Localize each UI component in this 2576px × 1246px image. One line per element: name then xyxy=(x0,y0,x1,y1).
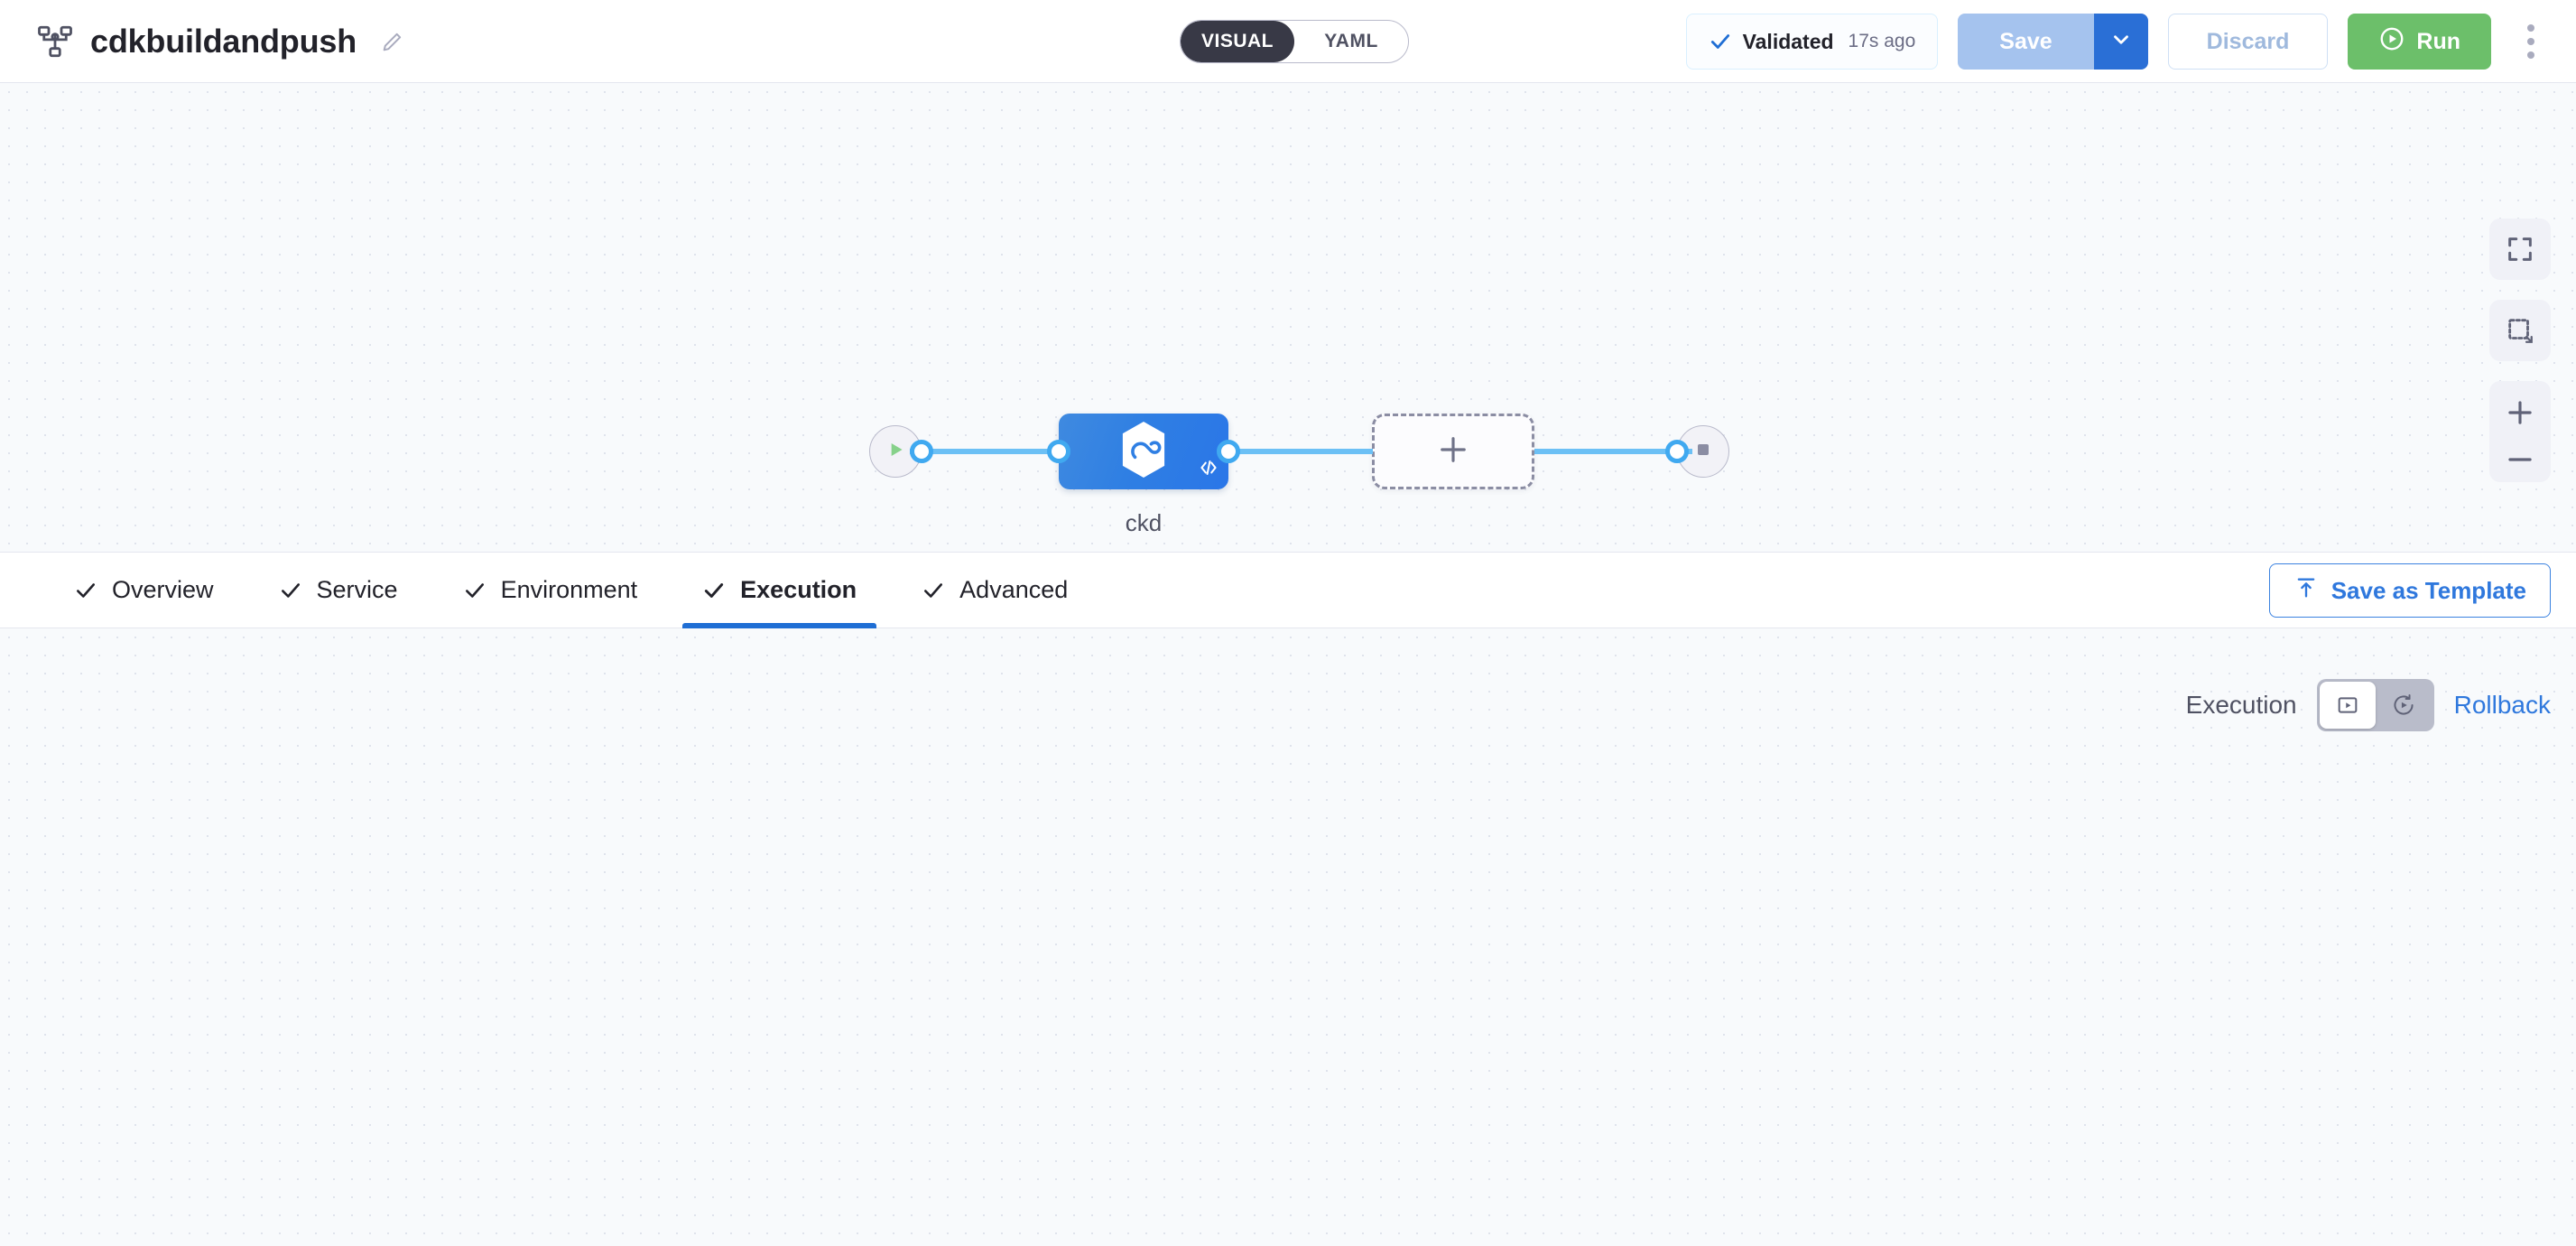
execution-play-box-icon[interactable] xyxy=(2319,682,2376,729)
edge-ckd-to-addstage xyxy=(1228,449,1373,454)
tab-overview[interactable]: Overview xyxy=(42,553,246,628)
stage-tabs: Overview Service Environment Execution xyxy=(0,553,1100,628)
check-icon xyxy=(279,579,302,602)
header-actions: Validated 17s ago Save Discard xyxy=(1685,0,2551,83)
view-mode-visual[interactable]: VISUAL xyxy=(1181,21,1294,62)
discard-button[interactable]: Discard xyxy=(2167,14,2329,70)
port-ckd-in[interactable] xyxy=(1047,440,1070,463)
code-badge-icon xyxy=(1197,456,1220,484)
execution-rollback-toggle-row: Execution Rollback xyxy=(2186,679,2551,731)
stage-canvas[interactable]: ckd Add Stage xyxy=(0,83,2576,553)
chevron-down-icon xyxy=(2109,28,2133,56)
stage-tabs-bar: Overview Service Environment Execution xyxy=(0,553,2576,628)
check-icon xyxy=(1709,30,1732,53)
save-button[interactable]: Save xyxy=(1958,14,2094,70)
canvas-controls-top xyxy=(2489,219,2551,482)
port-ckd-out[interactable] xyxy=(1217,440,1240,463)
save-button-group: Save xyxy=(1958,14,2148,70)
tab-advanced[interactable]: Advanced xyxy=(889,553,1100,628)
stage-node-label: ckd xyxy=(1125,509,1163,536)
validated-timestamp: 17s ago xyxy=(1848,31,1916,51)
zoom-in-icon[interactable] xyxy=(2503,395,2537,430)
rollback-label[interactable]: Rollback xyxy=(2453,691,2551,719)
execution-canvas[interactable]: build xyxy=(0,628,2576,1246)
tab-label: Service xyxy=(316,576,398,603)
save-as-template-label: Save as Template xyxy=(2330,576,2526,604)
check-icon xyxy=(702,579,726,602)
selection-box-icon[interactable] xyxy=(2489,300,2551,361)
validated-label: Validated xyxy=(1742,29,1834,53)
tab-label: Execution xyxy=(740,576,857,603)
check-icon xyxy=(463,579,486,602)
pipeline-nodes-icon xyxy=(36,23,74,60)
rollback-replay-icon[interactable] xyxy=(2376,682,2432,729)
upload-template-icon xyxy=(2293,575,2319,607)
run-button[interactable]: Run xyxy=(2348,14,2491,70)
check-icon xyxy=(74,579,97,602)
edge-addstage-to-end xyxy=(1534,449,1692,454)
tab-execution[interactable]: Execution xyxy=(670,553,889,628)
tab-label: Overview xyxy=(112,576,214,603)
tab-label: Advanced xyxy=(959,576,1069,603)
stage-start-node xyxy=(869,425,933,478)
zoom-controls xyxy=(2489,381,2551,482)
view-mode-toggle[interactable]: VISUAL YAML xyxy=(1180,20,1409,63)
more-vertical-icon[interactable] xyxy=(2511,14,2551,70)
save-dropdown-button[interactable] xyxy=(2093,14,2148,70)
add-stage-button[interactable] xyxy=(1372,414,1534,489)
stop-square-icon xyxy=(1692,439,1714,465)
status-badge: Validated 17s ago xyxy=(1685,14,1939,70)
execution-label: Execution xyxy=(2185,691,2297,719)
play-triangle-icon xyxy=(884,438,907,466)
harness-hexagon-icon xyxy=(1117,420,1171,484)
stage-node-ckd[interactable]: ckd xyxy=(1047,414,1240,536)
view-mode-yaml[interactable]: YAML xyxy=(1324,31,1378,51)
run-label: Run xyxy=(2416,28,2460,54)
tab-label: Environment xyxy=(500,576,638,603)
add-stage-label: Add Stage xyxy=(1332,551,1574,552)
header-left: cdkbuildandpush xyxy=(0,23,405,60)
stage-card[interactable] xyxy=(1059,414,1228,489)
port-end-in[interactable] xyxy=(1665,440,1689,463)
stage-end-node xyxy=(1665,425,1729,478)
app-header: cdkbuildandpush VISUAL YAML Validated 17… xyxy=(0,0,2576,83)
tab-environment[interactable]: Environment xyxy=(431,553,671,628)
tab-service[interactable]: Service xyxy=(246,553,431,628)
edge-start-to-ckd xyxy=(910,449,1063,454)
save-as-template-button[interactable]: Save as Template xyxy=(2268,563,2551,618)
execution-rollback-toggle[interactable] xyxy=(2316,679,2434,731)
port-start-out[interactable] xyxy=(910,440,933,463)
plus-icon xyxy=(1434,431,1472,473)
check-icon xyxy=(922,579,945,602)
pencil-edit-icon[interactable] xyxy=(373,29,405,54)
zoom-out-icon[interactable] xyxy=(2503,453,2537,466)
page-title: cdkbuildandpush xyxy=(90,22,357,60)
play-circle-icon xyxy=(2378,25,2405,59)
fit-to-screen-icon[interactable] xyxy=(2489,219,2551,280)
